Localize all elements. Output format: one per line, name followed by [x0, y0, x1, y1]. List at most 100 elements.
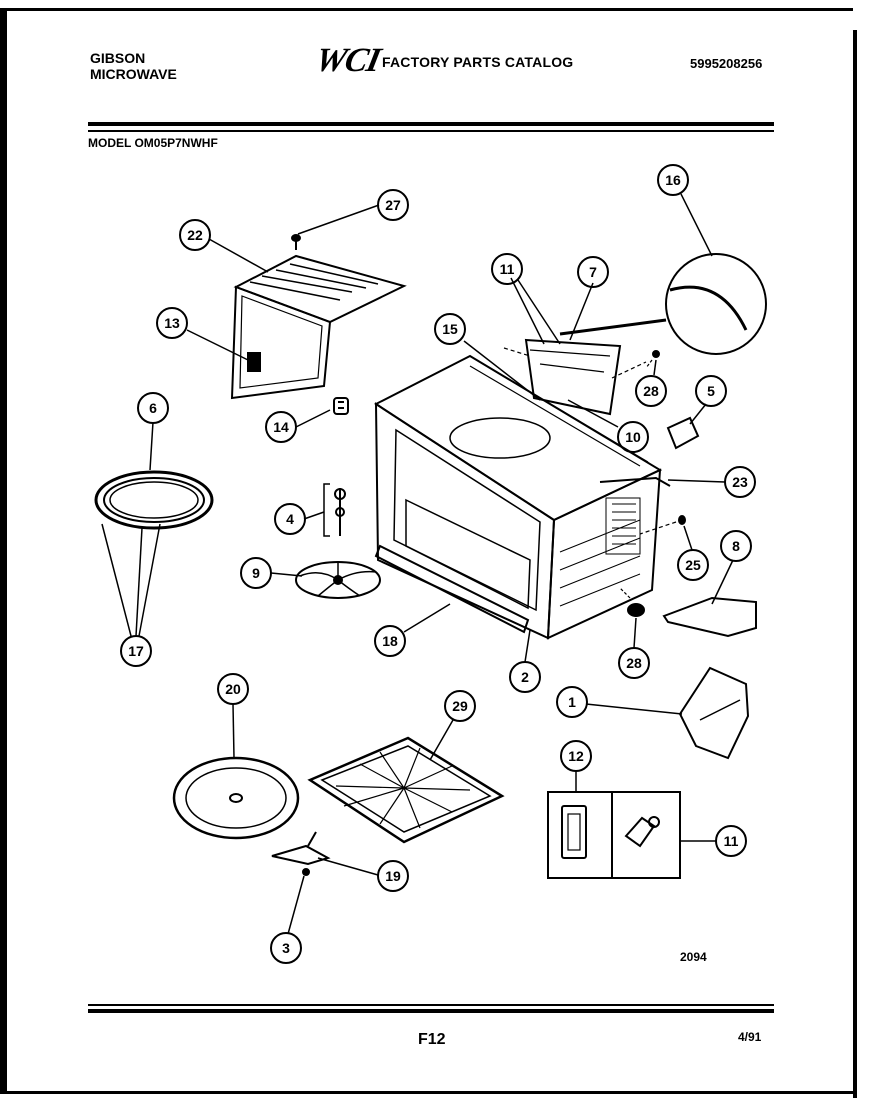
callout-label-18: 18 [382, 633, 398, 649]
callout-label-29: 29 [452, 698, 468, 714]
brand-line-2: MICROWAVE [90, 66, 177, 82]
part-stirrer-shaft [323, 483, 346, 537]
callout-circle-1 [556, 686, 588, 718]
callout-label-9: 9 [252, 565, 260, 581]
part-wire-23 [599, 476, 671, 487]
callout-label-5: 5 [707, 383, 715, 399]
callout-label-13: 13 [164, 315, 180, 331]
part-top-cover [230, 254, 407, 400]
callout-circle-29 [444, 690, 476, 722]
callout-circles [120, 164, 756, 964]
header-rule-thick [88, 122, 774, 126]
callout-circle-19 [377, 860, 409, 892]
callout-label-2: 2 [521, 669, 529, 685]
callout-circle-14 [265, 411, 297, 443]
callout-label-20: 20 [225, 681, 241, 697]
catalog-date: 4/91 [738, 1030, 762, 1044]
page-code: F12 [418, 1031, 446, 1048]
callout-circle-6 [137, 392, 169, 424]
part-switch-bracket [678, 666, 750, 760]
callout-label-6: 6 [149, 400, 157, 416]
callout-circle-7 [577, 256, 609, 288]
part-bracket-13 [247, 352, 261, 372]
callout-label-4: 4 [286, 511, 294, 527]
callout-label-7: 7 [589, 264, 597, 280]
footer-rule-thick [88, 1009, 774, 1013]
callout-label-22: 22 [187, 227, 203, 243]
callout-circle-5 [695, 375, 727, 407]
header-rule-thin [88, 130, 774, 132]
frame-right-border [853, 30, 857, 1098]
frame-left-border [0, 10, 7, 1092]
callout-label-12: 12 [568, 748, 584, 764]
part-14 [333, 397, 349, 415]
part-detail-circle [665, 253, 767, 355]
callout-label-28-lower: 28 [626, 655, 642, 671]
callout-label-23: 23 [732, 474, 748, 490]
callout-circle-15 [434, 313, 466, 345]
frame-bottom-border [0, 1091, 853, 1094]
part-control-assembly [503, 318, 667, 416]
part-main-cabinet [374, 354, 663, 640]
part-foot-28 [619, 587, 645, 617]
callout-circle-11-lower [715, 825, 747, 857]
brand-name: GIBSON MICROWAVE [90, 50, 177, 82]
part-fan-blade [295, 561, 381, 599]
callout-label-1: 1 [568, 694, 576, 710]
callout-circle-12 [560, 740, 592, 772]
callout-circle-13 [156, 307, 188, 339]
callout-label-28-upper: 28 [643, 383, 659, 399]
part-filter-ring [94, 470, 214, 530]
callout-label-14: 14 [273, 419, 289, 435]
callout-circle-25 [677, 549, 709, 581]
catalog-title: FACTORY PARTS CATALOG [382, 54, 574, 70]
callout-circle-18 [374, 625, 406, 657]
callout-label-11-upper: 11 [500, 261, 515, 277]
callout-circle-8 [720, 530, 752, 562]
part-inset-box [547, 791, 681, 879]
part-rack [307, 736, 505, 844]
catalog-part-number: 5995208256 [690, 56, 763, 71]
callout-circle-10 [617, 421, 649, 453]
leader-lines [101, 193, 734, 935]
callout-circle-28-upper [635, 375, 667, 407]
callout-label-17: 17 [128, 643, 144, 659]
callout-circle-3 [270, 932, 302, 964]
part-screw-25 [639, 515, 686, 535]
brand-line-1: GIBSON [90, 50, 146, 66]
frame-top-border [0, 8, 853, 11]
figure-number: 2094 [680, 950, 707, 964]
part-base-rail [374, 544, 530, 634]
callout-labels: 27 22 13 14 6 4 9 17 15 11 7 16 28 5 10 … [128, 172, 748, 956]
callout-label-16: 16 [665, 172, 681, 188]
callout-label-10: 10 [625, 429, 641, 445]
callout-circle-28-lower [618, 647, 650, 679]
part-bracket-5 [666, 416, 700, 450]
callout-circle-23 [724, 466, 756, 498]
callout-label-15: 15 [442, 321, 458, 337]
callout-label-8: 8 [732, 538, 740, 554]
callout-circle-17 [120, 635, 152, 667]
part-duct-8 [662, 596, 757, 638]
callout-label-19: 19 [385, 868, 401, 884]
callout-circle-22 [179, 219, 211, 251]
part-coupler [271, 831, 331, 876]
part-screw-28-upper [645, 350, 660, 369]
part-screw-27 [291, 234, 301, 250]
callout-label-3: 3 [282, 940, 290, 956]
model-number: MODEL OM05P7NWHF [88, 136, 218, 150]
callout-circle-16 [657, 164, 689, 196]
callout-circle-4 [274, 503, 306, 535]
callout-label-11-lower: 11 [724, 833, 739, 849]
callout-label-27: 27 [385, 197, 401, 213]
footer-rule-thin [88, 1004, 774, 1006]
callout-circle-9 [240, 557, 272, 589]
callout-circle-2 [509, 661, 541, 693]
callout-label-25: 25 [685, 557, 701, 573]
callout-circle-11-upper [491, 253, 523, 285]
part-glass-tray [172, 756, 300, 840]
callout-circle-20 [217, 673, 249, 705]
callout-circle-27 [377, 189, 409, 221]
